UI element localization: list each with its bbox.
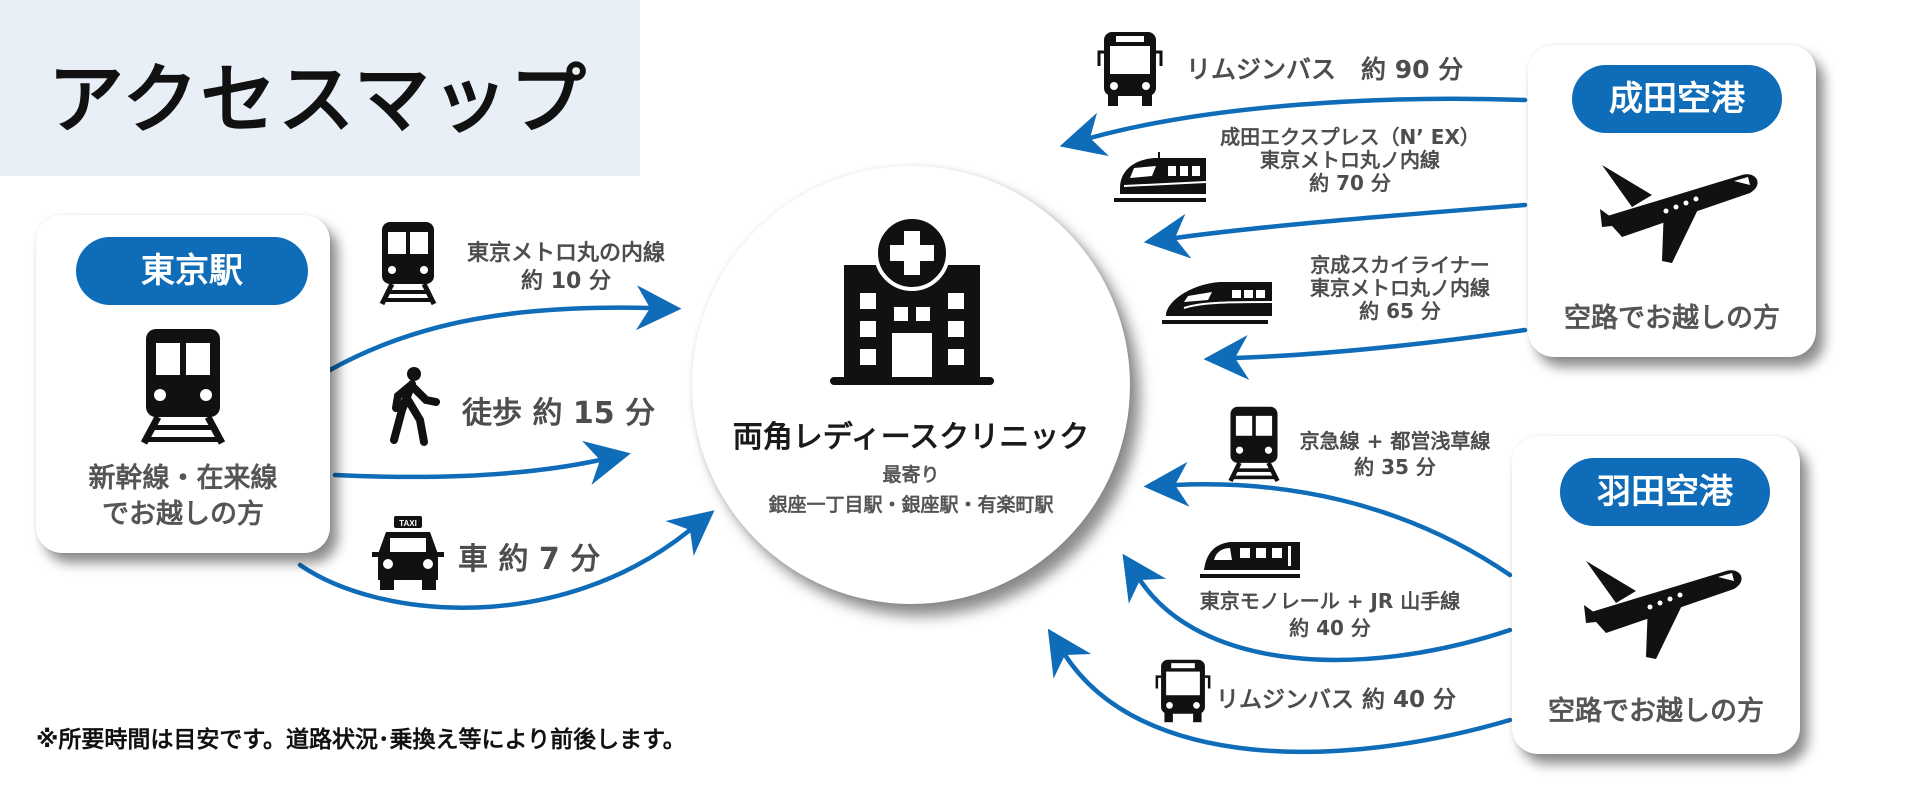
route-line: 東京メトロ丸ノ内線: [1260, 148, 1440, 172]
taxi-icon: TAXI: [372, 516, 444, 590]
walking-person-icon: [390, 367, 440, 446]
clinic-name: 両角レディースクリニック: [732, 420, 1090, 455]
route-line: 京成スカイライナー: [1310, 253, 1490, 277]
hospital-icon: [830, 215, 994, 385]
monorail-icon: [1200, 542, 1300, 578]
nearest-stations: 銀座一丁目駅・銀座駅・有楽町駅: [768, 494, 1054, 516]
route-haneda-bus: リムジンバス 約 40 分: [1216, 687, 1457, 713]
tokyo-station-caption-2: でお越しの方: [102, 499, 264, 530]
route-tokyo-taxi: 車 約 7 分: [458, 542, 601, 577]
narita-airport-card: 成田空港 空路でお越しの方: [1528, 45, 1816, 357]
nearest-label: 最寄り: [882, 464, 940, 486]
arrow-tokyo-metro: [327, 285, 682, 373]
page-title: アクセスマップ: [48, 55, 588, 144]
route-line: 成田エクスプレス（N’ EX）: [1220, 125, 1480, 149]
arrow-haneda-monorail: [1122, 553, 1513, 663]
tokyo-station-caption-1: 新幹線・在来線: [88, 463, 278, 494]
arrow-narita-nex: [1143, 202, 1528, 259]
train-icon: [379, 222, 437, 306]
bus-icon: [1155, 659, 1211, 723]
route-haneda-keikyu: 京急線 + 都営浅草線 約 35 分: [1290, 428, 1500, 480]
arrow-tokyo-walk: [332, 440, 631, 485]
svg-text:TAXI: TAXI: [399, 519, 417, 528]
train-icon: [140, 329, 226, 445]
arrow-narita-bus: [1059, 96, 1528, 157]
haneda-airport-card: 羽田空港 空路でお越しの方: [1512, 436, 1800, 754]
title-banner: [0, 0, 640, 176]
route-narita-nex: 成田エクスプレス（N’ EX） 東京メトロ丸ノ内線 約 70 分: [1200, 126, 1500, 195]
footnote: ※所要時間は目安です。道路状況･乗換え等により前後します。: [36, 727, 686, 753]
arrow-haneda-bus: [1047, 628, 1513, 755]
route-line: 東京メトロ丸ノ内線: [1310, 276, 1490, 300]
arrow-haneda-keikyu: [1143, 461, 1513, 578]
tokyo-station-badge: 東京駅: [76, 237, 308, 305]
route-line: 東京モノレール + JR 山手線: [1199, 589, 1461, 613]
route-narita-skyliner: 京成スカイライナー 東京メトロ丸ノ内線 約 65 分: [1280, 254, 1520, 323]
train-icon: [1228, 406, 1280, 483]
tokyo-station-card: 東京駅 新幹線・在来線 でお越しの方: [36, 215, 330, 553]
haneda-caption: 空路でお越しの方: [1548, 696, 1764, 727]
route-tokyo-metro: 東京メトロ丸の内線 約 10 分: [446, 240, 686, 296]
route-time: 約 65 分: [1359, 299, 1441, 323]
route-haneda-monorail: 東京モノレール + JR 山手線 約 40 分: [1190, 588, 1470, 642]
route-narita-bus: リムジンバス 約 90 分: [1186, 55, 1464, 84]
route-time: 約 10 分: [521, 269, 611, 294]
route-line: 東京メトロ丸の内線: [466, 241, 665, 266]
route-time: 約 40 分: [1289, 616, 1371, 640]
bus-icon: [1097, 32, 1163, 106]
airplane-icon: [1600, 165, 1758, 263]
arrow-tokyo-taxi: [297, 510, 715, 610]
narita-airport-badge: 成田空港: [1572, 65, 1782, 133]
haneda-airport-badge: 羽田空港: [1560, 458, 1770, 526]
route-line: 京急線 + 都営浅草線: [1299, 429, 1491, 453]
route-time: 約 70 分: [1309, 171, 1391, 195]
route-tokyo-walk: 徒歩 約 15 分: [462, 396, 656, 431]
express-train-icon: [1114, 152, 1207, 202]
narita-caption: 空路でお越しの方: [1564, 303, 1780, 334]
arrow-narita-skyliner: [1203, 327, 1528, 381]
airplane-icon: [1584, 561, 1742, 659]
route-time: 約 35 分: [1354, 455, 1436, 479]
bullet-train-icon: [1162, 282, 1273, 324]
